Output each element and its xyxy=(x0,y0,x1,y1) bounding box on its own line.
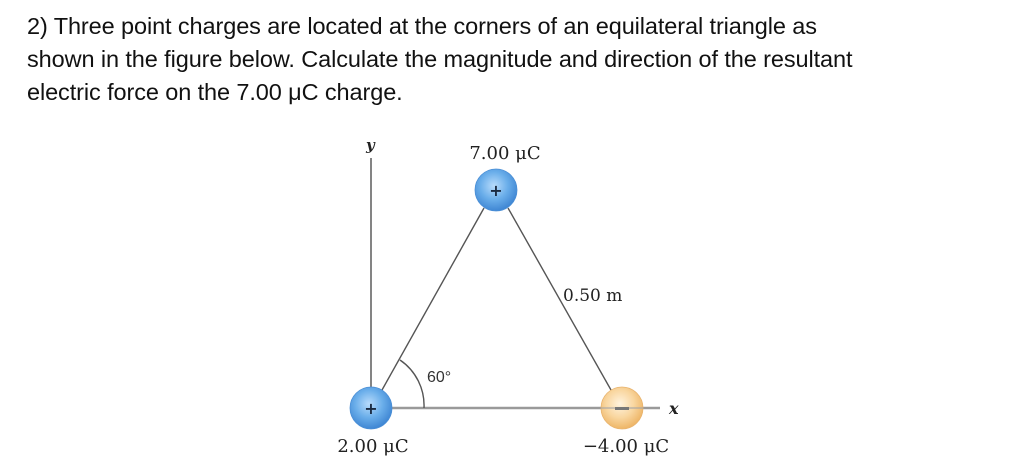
y-axis-label: y xyxy=(365,136,376,154)
side-length-label: 0.50 m xyxy=(563,286,622,306)
charge-sign: + xyxy=(364,399,377,418)
charge-top: + 7.00 μC xyxy=(469,143,541,212)
question-text: 2) Three point charges are located at th… xyxy=(27,10,1007,109)
charge-label-bottom-left: 2.00 μC xyxy=(337,436,408,457)
charge-label-bottom-right: −4.00 μC xyxy=(583,436,669,457)
angle-arc xyxy=(399,359,425,409)
charge-bottom-left: + 2.00 μC xyxy=(337,386,409,457)
charge-label-top: 7.00 μC xyxy=(469,143,540,164)
question-line-1: 2) Three point charges are located at th… xyxy=(27,13,817,39)
charge-sign: + xyxy=(489,181,502,200)
question-line-3: electric force on the 7.00 μC charge. xyxy=(27,79,403,105)
x-axis-label: x xyxy=(668,399,679,418)
positive-charge-icon xyxy=(474,168,518,212)
triangle-side-left xyxy=(381,207,485,391)
charge-bottom-right: −4.00 μC xyxy=(583,386,669,457)
question-line-2: shown in the figure below. Calculate the… xyxy=(27,46,853,72)
minus-sign xyxy=(615,407,629,410)
triangle-side-right xyxy=(507,207,612,391)
positive-charge-icon xyxy=(349,386,393,430)
angle-label: 60° xyxy=(427,369,451,386)
